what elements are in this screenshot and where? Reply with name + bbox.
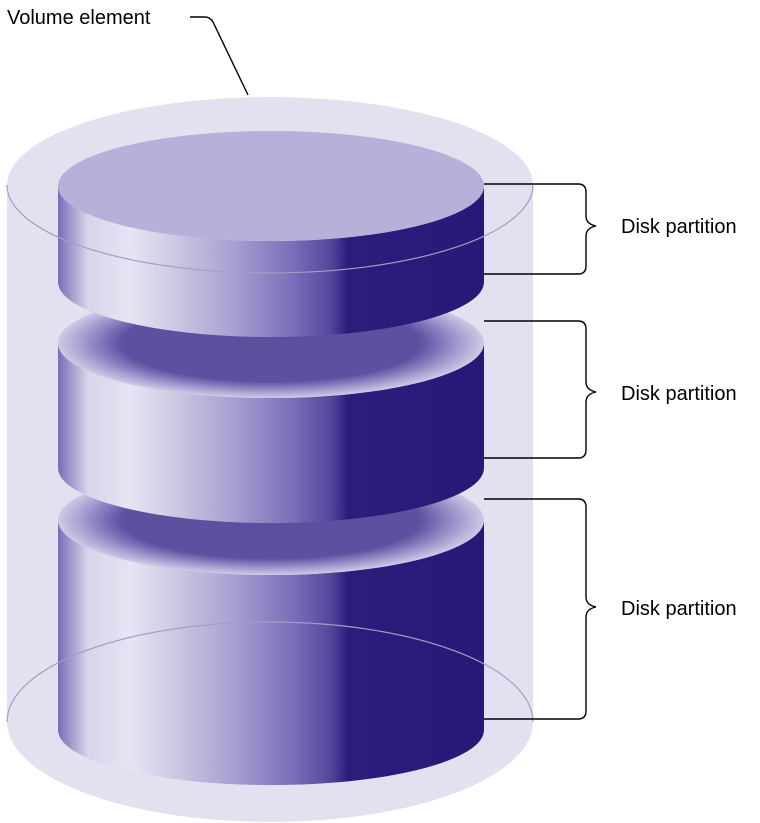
- disk-partition-1: [58, 131, 484, 337]
- volume-leader-line: [190, 16, 249, 96]
- partition-brackets: [484, 183, 597, 720]
- volume-bottom-back-edge: [6, 621, 534, 723]
- bracket-icon-1: [484, 183, 597, 275]
- partition-2-side: [58, 343, 484, 523]
- partition-3-side: [58, 520, 484, 785]
- volume-element-label: Volume element: [7, 7, 151, 29]
- bracket-icon-2: [484, 320, 597, 459]
- volume-top-front-edge: [6, 184, 534, 274]
- disk-partition-label-1: Disk partition: [621, 216, 737, 238]
- partition-1-top: [58, 131, 484, 241]
- volume-outline: [6, 184, 534, 723]
- partition-1-side: [58, 186, 484, 337]
- disk-partition-label-2: Disk partition: [621, 383, 737, 405]
- disk-partition-label-3: Disk partition: [621, 598, 737, 620]
- bracket-icon-3: [484, 498, 597, 720]
